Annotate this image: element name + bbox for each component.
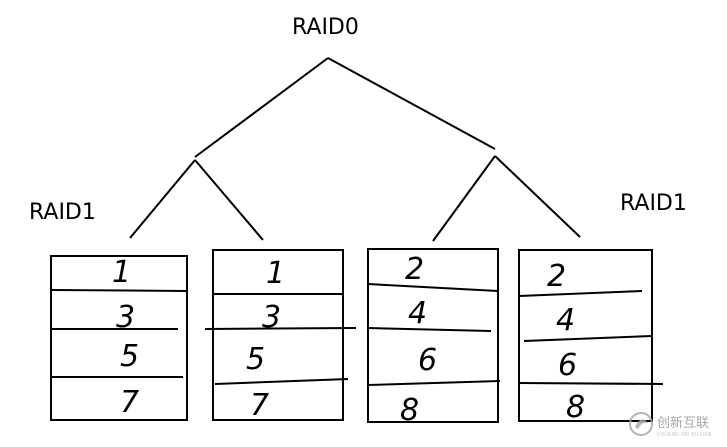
disk-2-divider xyxy=(214,378,349,385)
disk-3-frame xyxy=(367,248,499,423)
tree-connectors xyxy=(129,57,581,242)
disk-3 xyxy=(367,248,501,423)
disk-3-block: 6 xyxy=(418,343,437,378)
root-to-left-branch xyxy=(194,57,329,158)
right-branch-to-disk4 xyxy=(494,155,581,238)
disk-4-divider xyxy=(523,335,653,342)
disk-1-block: 7 xyxy=(120,385,139,420)
right-branch-to-disk3 xyxy=(432,155,496,242)
left-branch-to-disk2 xyxy=(194,159,264,241)
watermark-text: 创新互联 xyxy=(657,415,709,431)
disk-4 xyxy=(518,249,664,422)
watermark-subtext: CHUANG XIN HU LIAN xyxy=(657,432,711,438)
logo-icon xyxy=(629,412,653,436)
disk-2 xyxy=(204,249,357,421)
disk-4-block: 6 xyxy=(558,348,577,383)
disk-4-divider xyxy=(518,382,664,385)
disk-4-frame xyxy=(518,249,653,422)
disk-1-frame xyxy=(50,255,188,421)
disk-4-block: 8 xyxy=(566,390,585,425)
disk-4-block: 4 xyxy=(556,303,575,338)
disk-3-divider xyxy=(367,327,492,332)
left-branch-to-disk1 xyxy=(129,159,196,239)
disk-2-block: 5 xyxy=(246,342,265,377)
disk-1-divider xyxy=(50,289,189,292)
watermark: 创新互联 CHUANG XIN HU LIAN xyxy=(629,412,711,438)
raid1-right-label: RAID1 xyxy=(620,191,687,216)
disk-4-divider xyxy=(518,290,643,297)
raid0-label: RAID0 xyxy=(292,15,359,40)
disk-1-block: 1 xyxy=(112,255,131,290)
disk-2-block: 3 xyxy=(262,300,281,335)
disk-1-block: 3 xyxy=(116,300,135,335)
disk-2-block: 7 xyxy=(250,388,269,423)
disk-2-frame xyxy=(212,249,344,421)
disk-3-block: 4 xyxy=(408,296,427,331)
disk-3-divider xyxy=(367,380,501,386)
disk-1 xyxy=(50,255,189,421)
disk-4-block: 2 xyxy=(547,259,566,294)
raid1-left-label: RAID1 xyxy=(29,200,96,225)
root-to-right-branch xyxy=(327,57,496,150)
disk-2-divider xyxy=(204,327,357,330)
disk-3-block: 8 xyxy=(400,393,419,428)
disk-1-block: 5 xyxy=(120,339,139,374)
disk-3-block: 2 xyxy=(405,252,424,287)
disk-3-divider xyxy=(367,283,499,292)
disk-2-block: 1 xyxy=(266,256,285,291)
